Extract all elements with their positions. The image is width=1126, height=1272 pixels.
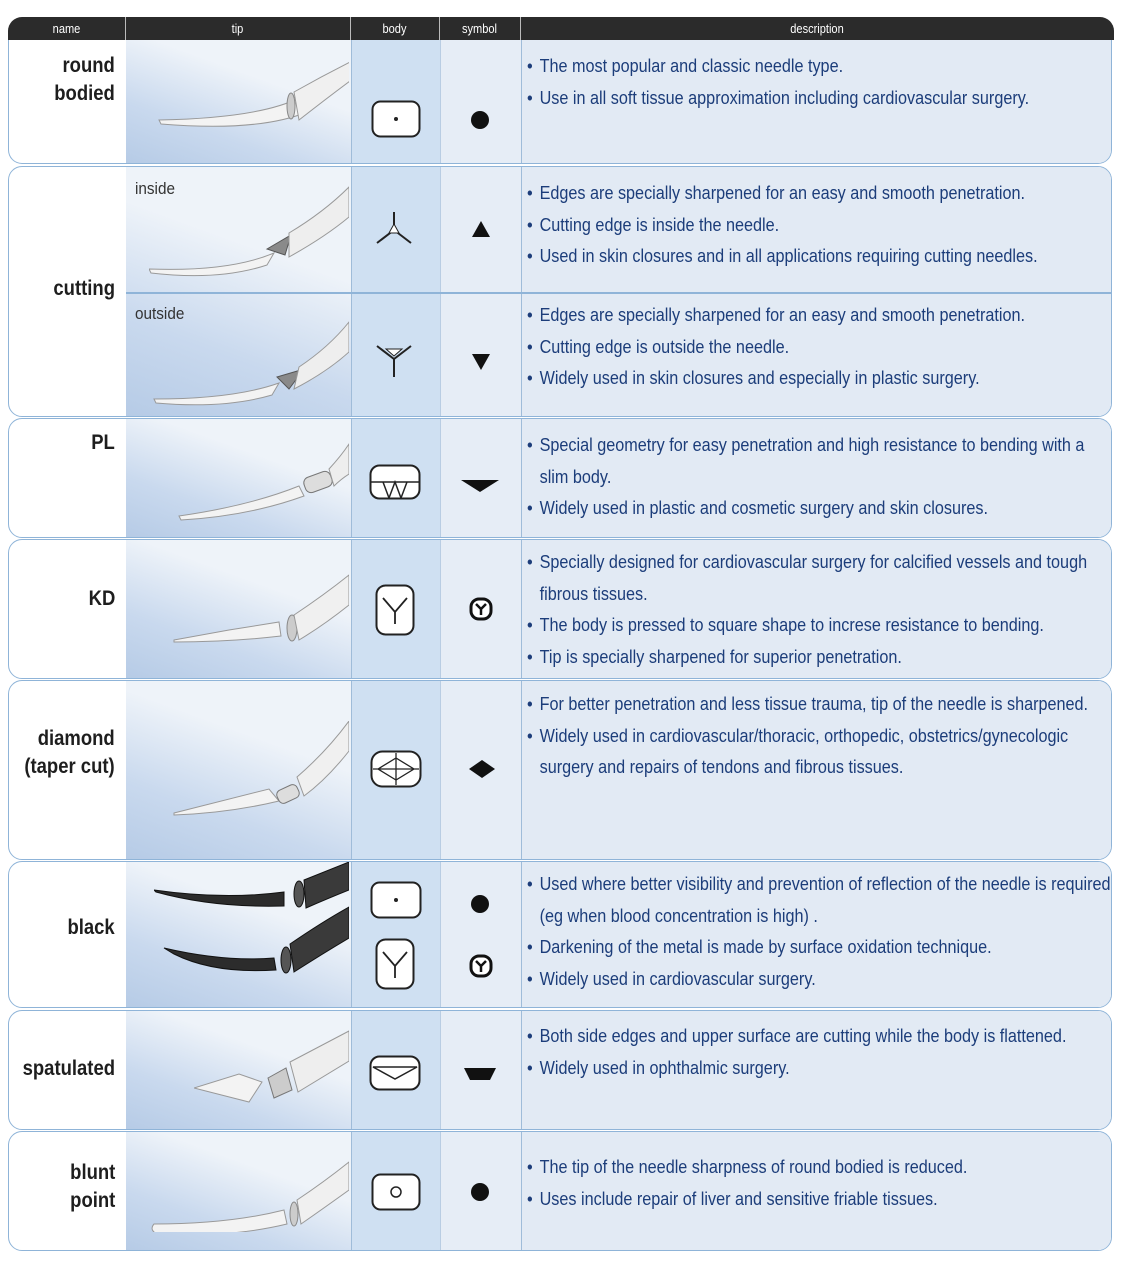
description-item: Uses include repair of liver and sensiti… [527, 1184, 1111, 1216]
description-item: Cutting edge is inside the needle. [527, 210, 1111, 242]
triangle-up-symbol-icon [472, 221, 490, 237]
description-list: Edges are specially sharpened for an eas… [527, 178, 1107, 273]
circle-symbol-icon [471, 1183, 489, 1201]
description-item: Used in skin closures and in all applica… [527, 241, 1111, 273]
pl-symbol-icon [461, 480, 499, 492]
description-list: The most popular and classic needle type… [527, 51, 1107, 114]
description-list: Special geometry for easy penetration an… [527, 430, 1107, 525]
needle-name: spatulated [22, 1057, 115, 1080]
blunt-needle-tip-image [151, 1161, 349, 1232]
description-item: Widely used in skin closures and especia… [527, 363, 1111, 395]
cutting-inside-label: inside [135, 179, 175, 198]
row-spatulated: spatulated Both side edges and upper sur… [8, 1010, 1112, 1130]
row-round-bodied: round bodied The most popular and classi… [8, 40, 1112, 164]
circle-symbol-icon [471, 895, 489, 913]
diamond-symbol-icon [469, 760, 495, 778]
spatulated-body-icon [369, 1055, 421, 1091]
row-kd: KD Specially designed for cardiovascular… [8, 539, 1112, 679]
needle-name: cutting [53, 277, 115, 300]
cutting-inside-tip-image [149, 186, 349, 277]
description-item: Widely used in plastic and cosmetic surg… [527, 493, 1111, 525]
diamond-needle-tip-image [173, 721, 349, 816]
black-round-body-icon [370, 881, 422, 919]
needle-name: round bodied [54, 54, 115, 105]
description-list: Both side edges and upper surface are cu… [527, 1021, 1107, 1084]
round-needle-tip-image [158, 61, 349, 127]
triangle-down-symbol-icon [472, 354, 490, 370]
spatulated-needle-tip-image [194, 1030, 349, 1103]
description-item: Cutting edge is outside the needle. [527, 332, 1111, 364]
pl-needle-tip-image [178, 443, 349, 521]
description-item: The body is pressed to square shape to i… [527, 610, 1111, 642]
needle-name: black [67, 916, 115, 939]
header-symbol: symbol [461, 21, 498, 36]
row-black: black Used where better visibility and p… [8, 861, 1112, 1008]
kd-symbol-icon [469, 954, 493, 978]
description-list: The tip of the needle sharpness of round… [527, 1152, 1107, 1215]
description-item: The tip of the needle sharpness of round… [527, 1152, 1111, 1184]
spatulated-symbol-icon [464, 1068, 496, 1080]
header-name: name [52, 21, 81, 36]
description-item: Widely used in cardiovascular/thoracic, … [527, 721, 1111, 784]
header-body: body [382, 21, 407, 36]
description-item: Used where better visibility and prevent… [527, 869, 1111, 932]
description-item: Widely used in cardiovascular surgery. [527, 964, 1111, 996]
description-list: Specially designed for cardiovascular su… [527, 547, 1107, 673]
header-tip: tip [231, 21, 244, 36]
round-body-icon [371, 100, 421, 138]
cutting-outside-tip-image [153, 321, 349, 406]
description-item: The most popular and classic needle type… [527, 51, 1111, 83]
kd-body-icon [375, 584, 415, 636]
cutting-outside-label: outside [135, 304, 185, 323]
black-needle-tip-image [154, 862, 349, 974]
row-cutting: cutting inside Edges are specially sharp… [8, 166, 1112, 417]
black-kd-body-icon [375, 938, 415, 990]
needle-name: PL [91, 431, 115, 454]
description-item: Edges are specially sharpened for an eas… [527, 300, 1111, 332]
description-item: Darkening of the metal is made by surfac… [527, 932, 1111, 964]
pl-body-icon [369, 464, 421, 500]
needle-name: KD [88, 587, 115, 610]
kd-symbol-icon [469, 597, 493, 621]
kd-needle-tip-image [173, 574, 349, 643]
row-blunt-point: blunt point The tip of the needle sharpn… [8, 1131, 1112, 1251]
outside-cutting-body-icon [376, 345, 412, 377]
circle-symbol-icon [471, 111, 489, 129]
description-item: Edges are specially sharpened for an eas… [527, 178, 1111, 210]
description-item: For better penetration and less tissue t… [527, 689, 1111, 721]
needle-name: diamond (taper cut) [24, 727, 115, 778]
description-list: For better penetration and less tissue t… [527, 689, 1107, 784]
description-item: Both side edges and upper surface are cu… [527, 1021, 1111, 1053]
header-description: description [790, 21, 844, 36]
diamond-body-icon [370, 750, 422, 788]
row-diamond: diamond (taper cut) For better penetrati… [8, 680, 1112, 860]
row-pl: PL Special geometry for easy penetration… [8, 418, 1112, 538]
blunt-body-icon [371, 1173, 421, 1211]
description-item: Widely used in ophthalmic surgery. [527, 1053, 1111, 1085]
description-item: Tip is specially sharpened for superior … [527, 642, 1111, 674]
table-header: name tip body symbol description [8, 17, 1114, 40]
description-item: Specially designed for cardiovascular su… [527, 547, 1111, 610]
inside-cutting-body-icon [376, 212, 412, 244]
description-list: Edges are specially sharpened for an eas… [527, 300, 1107, 395]
description-item: Special geometry for easy penetration an… [527, 430, 1111, 493]
description-item: Use in all soft tissue approximation inc… [527, 83, 1111, 115]
needle-name: blunt point [69, 1161, 115, 1212]
description-list: Used where better visibility and prevent… [527, 869, 1111, 995]
